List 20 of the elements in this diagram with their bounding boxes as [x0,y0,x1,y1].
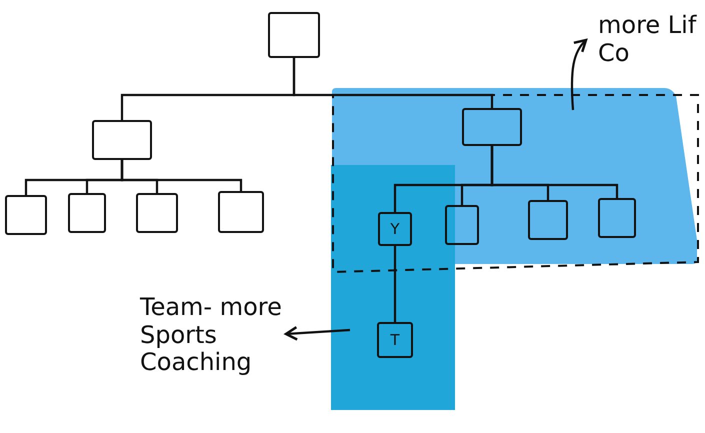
org-box [445,205,479,245]
arrow [284,326,350,341]
connector-line [394,246,396,322]
org-box [92,120,152,160]
connector-line [292,58,494,108]
connector-line [120,160,242,191]
org-box [68,193,106,233]
org-box [268,12,320,58]
org-box [598,198,636,238]
org-box [218,191,264,233]
org-box [5,195,47,235]
labeled-box: T [377,322,413,358]
org-box [528,200,568,240]
arrow [570,38,588,110]
labeled-box: Y [378,212,412,246]
org-box [136,193,178,233]
connector-line [490,146,618,198]
annotation-text: more Lif Co [598,12,702,68]
annotation-text: Team- more Sports Coaching [140,294,290,377]
org-box [462,108,522,146]
